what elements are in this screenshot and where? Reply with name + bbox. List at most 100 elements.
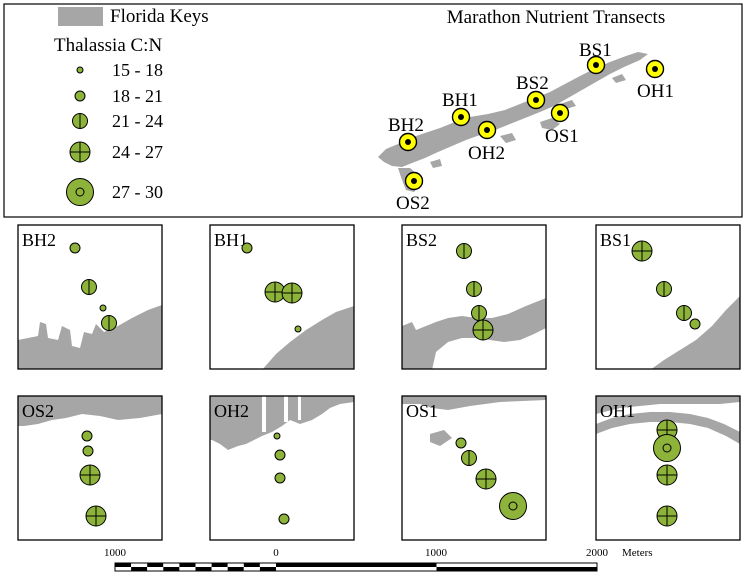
scale-cell (227, 563, 244, 567)
scale-cell (211, 563, 228, 567)
station-marker-OH1-4 (656, 505, 678, 527)
scale-cell (115, 563, 132, 567)
legend: Florida Keys Thalassia C:N 15 - 18 18 - 2… (54, 6, 209, 206)
station-marker-BH1-1 (241, 242, 253, 254)
station-marker-BS1-1 (631, 240, 653, 262)
legend-land-swatch (58, 7, 103, 26)
station-marker-BS1-3 (676, 305, 692, 321)
legend-class-label-1: 15 - 18 (112, 60, 163, 80)
station-marker-BS1-2 (656, 281, 672, 297)
station-marker-BS1-4 (689, 318, 701, 330)
scale-cell (195, 563, 212, 567)
panel-label-OS2: OS2 (22, 401, 54, 421)
station-marker-BH2-3 (99, 304, 107, 312)
station-marker-BS2-1 (456, 243, 472, 259)
scale-units: Meters (622, 547, 653, 559)
panel-label-OH2: OH2 (214, 401, 249, 421)
site-label-OH1: OH1 (637, 81, 674, 102)
site-OS2: OS2 (396, 171, 430, 214)
station-marker-BH2-1 (69, 242, 81, 254)
panel-land-BS1 (651, 296, 740, 369)
station-marker-OH2-3 (274, 472, 286, 484)
map-title: Marathon Nutrient Transects (447, 7, 665, 28)
panel-label-OH1: OH1 (600, 401, 635, 421)
site-OH1: OH1 (637, 59, 674, 102)
scale-cell (243, 563, 260, 567)
station-marker-BS2-2 (466, 281, 482, 297)
station-marker-BH1-3 (281, 282, 303, 304)
overview-sites: BS1 OH1 BS2 OS1 BH1 OH2 (388, 40, 674, 214)
scale-cell (179, 563, 196, 567)
legend-class-label-4: 24 - 27 (112, 142, 163, 162)
site-BS2: BS2 (516, 73, 549, 110)
site-BS1: BS1 (579, 40, 612, 75)
panel-OS2: OS2 (17, 395, 163, 541)
scale-cell (211, 567, 228, 571)
panel-label-BS1: BS1 (600, 230, 631, 250)
legend-symbol-5 (66, 178, 94, 206)
legend-class-label-3: 21 - 24 (112, 111, 163, 131)
scale-cell (131, 567, 148, 571)
panel-land-BH1 (262, 306, 354, 369)
scale-cell (243, 567, 260, 571)
scale-label-0: 0 (273, 547, 279, 559)
station-marker-OS1-3 (475, 468, 497, 490)
site-label-BH2: BH2 (388, 115, 424, 136)
legend-title: Thalassia C:N (54, 35, 162, 56)
station-marker-OH2-4 (278, 513, 290, 525)
panel-land-BH2 (18, 305, 162, 369)
station-marker-OS2-4 (85, 505, 107, 527)
station-marker-OH1-2 (653, 434, 681, 462)
scale-label-2000: 2000 (586, 547, 609, 559)
scale-cell (163, 567, 180, 571)
panel-land-OS1 (402, 396, 546, 446)
panel-BS2: BS2 (401, 224, 547, 370)
legend-land-label: Florida Keys (110, 6, 209, 27)
scale-cell (259, 567, 276, 571)
station-marker-BS2-3 (471, 305, 487, 321)
panel-land-OH2 (210, 396, 354, 450)
legend-symbol-1 (76, 66, 84, 74)
legend-symbol-2 (74, 90, 86, 102)
legend-symbol-3 (72, 113, 88, 129)
scale-cell (179, 567, 196, 571)
scale-cell (115, 567, 132, 571)
scale-cell (147, 567, 164, 571)
station-marker-OS1-4 (499, 492, 527, 520)
scale-cell (276, 563, 437, 567)
station-marker-OH1-3 (656, 464, 678, 486)
scale-cell (436, 563, 597, 567)
site-label-BS2: BS2 (516, 73, 549, 94)
station-marker-OH2-1 (273, 432, 281, 440)
station-marker-BH2-2 (81, 279, 97, 295)
station-marker-OS1-2 (461, 450, 477, 466)
station-marker-BH2-4 (101, 315, 117, 331)
station-marker-OS2-1 (81, 430, 93, 442)
panel-BH2: BH2 (17, 224, 163, 370)
station-marker-OS2-3 (79, 464, 101, 486)
scale-cell (147, 563, 164, 567)
station-marker-OH2-2 (274, 449, 286, 461)
scale-cell (163, 563, 180, 567)
scale-label-1000-left: 1000 (104, 547, 127, 559)
legend-class-label-2: 18 - 21 (112, 86, 163, 106)
panel-label-BH1: BH1 (214, 230, 248, 250)
site-BH2: BH2 (388, 115, 424, 152)
site-label-BH1: BH1 (442, 90, 478, 111)
site-label-OS1: OS1 (545, 126, 579, 147)
scale-cell (436, 567, 597, 571)
overview-frame (3, 3, 743, 218)
panel-label-BS2: BS2 (406, 230, 437, 250)
scale-cell (227, 567, 244, 571)
site-label-OS2: OS2 (396, 193, 430, 214)
scale-cell (259, 563, 276, 567)
station-marker-OS2-2 (82, 445, 94, 457)
legend-symbol-4 (69, 141, 91, 163)
panel-label-BH2: BH2 (22, 230, 56, 250)
scale-cell (276, 567, 437, 571)
scale-label-1000-right: 1000 (425, 547, 448, 559)
panel-OH1: OH1 (595, 395, 741, 541)
site-OS1: OS1 (545, 103, 579, 147)
scale-cell (131, 563, 148, 567)
site-BH1: BH1 (442, 90, 478, 127)
